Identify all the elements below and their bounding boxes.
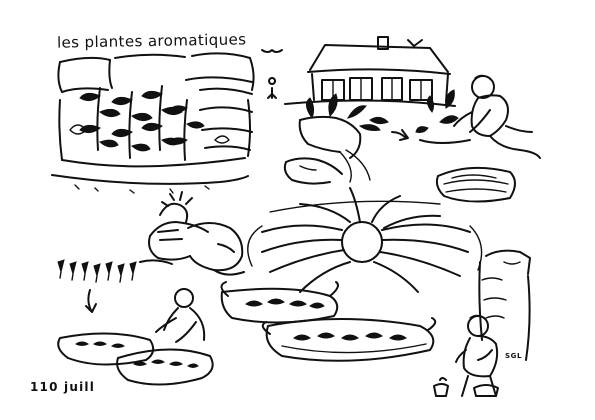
artist-signature: SGL <box>505 352 523 360</box>
page-label: 110 juill <box>30 380 96 394</box>
drying-baskets-icon <box>57 281 437 386</box>
seated-man-icon <box>433 314 499 397</box>
farmhouse-icon <box>261 36 456 107</box>
gardener-planting-icon <box>415 74 541 203</box>
hanging-bunches-icon <box>57 259 137 313</box>
stone-doorway-icon <box>478 249 531 361</box>
wall-herb-bed-icon <box>51 52 255 194</box>
person-arranging-icon <box>155 288 206 343</box>
hands-tying-bunch-icon <box>139 191 245 276</box>
hands-holding-plant-icon <box>283 93 409 185</box>
sun-icon <box>247 187 483 293</box>
